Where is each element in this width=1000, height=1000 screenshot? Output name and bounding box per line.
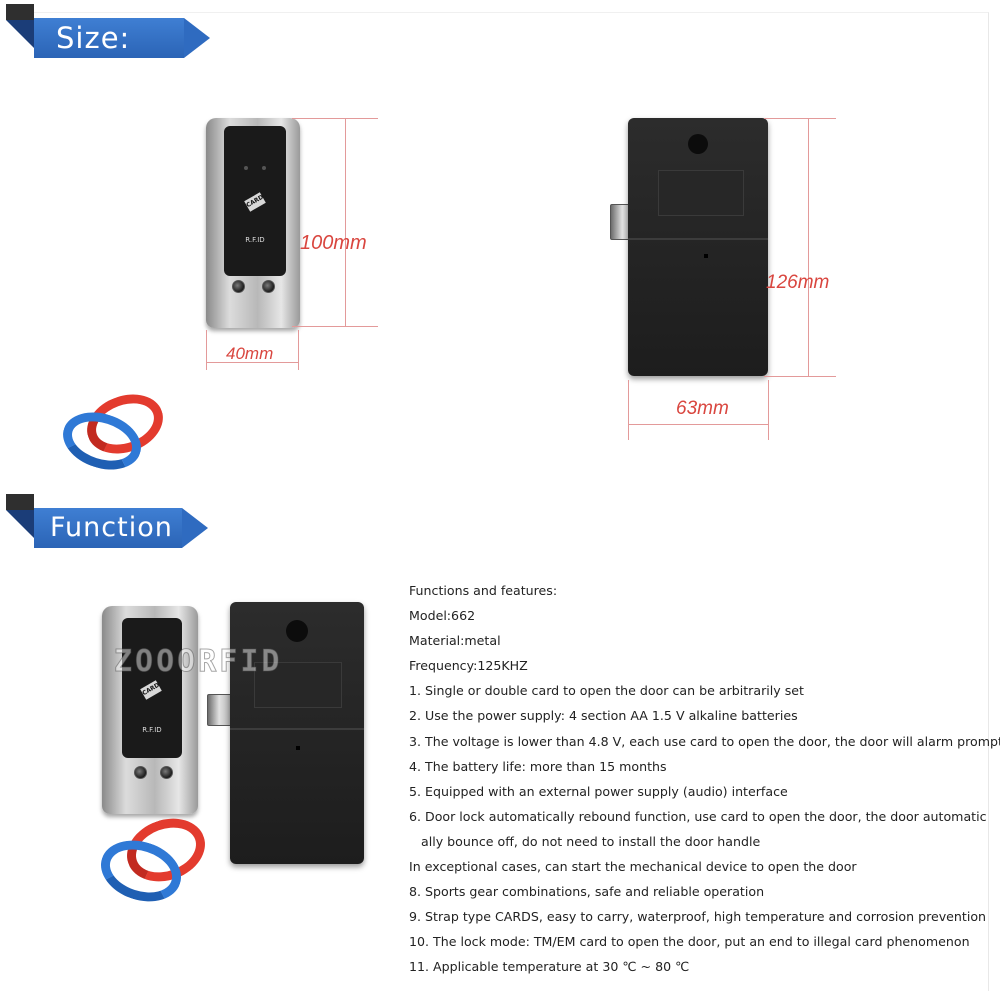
- feature-item: 1. Single or double card to open the doo…: [409, 683, 804, 699]
- button-icon: [134, 766, 147, 779]
- button-icon: [232, 280, 245, 293]
- banner-arrow-icon: [184, 18, 210, 58]
- dimension-line: [345, 118, 346, 327]
- front-lock-panel: CARD R.F.ID: [122, 618, 182, 758]
- features-heading: Functions and features:: [409, 583, 558, 598]
- banner-fold: [6, 20, 36, 50]
- back-width-label: 63mm: [676, 398, 729, 419]
- back-lock-image: [628, 118, 768, 376]
- banner-tab: [6, 494, 34, 510]
- feature-item: 11. Applicable temperature at 30 ℃ ~ 80 …: [409, 959, 690, 975]
- front-lock-panel: CARD R.F.ID: [224, 126, 286, 276]
- function-front-lock: CARD R.F.ID: [102, 606, 198, 814]
- front-lock-image: CARD R.F.ID: [206, 118, 300, 328]
- dimension-line: [808, 118, 809, 377]
- size-section-banner: Size:: [0, 4, 220, 64]
- front-width-label: 40mm: [226, 344, 274, 363]
- led-indicator: [244, 166, 248, 170]
- dimension-line: [292, 118, 378, 119]
- dimension-line: [628, 380, 629, 440]
- feature-item: 4. The battery life: more than 15 months: [409, 758, 667, 774]
- banner-arrow-icon: [182, 508, 208, 548]
- watermark-text: ZOOORFID: [114, 644, 283, 680]
- button-icon: [262, 280, 275, 293]
- screw-dot: [704, 254, 708, 258]
- function-section-title: Function: [50, 512, 173, 543]
- dimension-line: [206, 330, 207, 370]
- rfid-label: R.F.ID: [245, 236, 265, 244]
- housing-seam: [628, 238, 768, 240]
- feature-item: 6. Door lock automatically rebound funct…: [409, 808, 987, 824]
- rfid-label: R.F.ID: [142, 726, 162, 734]
- screw-dot: [296, 746, 300, 750]
- feature-item: 2. Use the power supply: 4 section AA 1.…: [409, 708, 798, 724]
- dimension-line: [292, 326, 378, 327]
- feature-item: Frequency:125KHZ: [409, 658, 528, 674]
- dimension-line: [298, 330, 299, 370]
- banner-ribbon: [34, 508, 182, 548]
- dimension-line: [764, 118, 836, 119]
- size-section-title: Size:: [56, 21, 131, 55]
- feature-item: 8. Sports gear combinations, safe and re…: [409, 884, 765, 900]
- banner-tab: [6, 4, 34, 20]
- feature-item: 10. The lock mode: TM/EM card to open th…: [409, 934, 970, 950]
- feature-item: In exceptional cases, can start the mech…: [409, 859, 857, 875]
- feature-item: Model:662: [409, 608, 476, 624]
- housing-seam: [230, 728, 364, 730]
- function-back-lock: [230, 602, 364, 864]
- front-height-label: 100mm: [300, 232, 367, 254]
- dimension-line: [764, 376, 836, 377]
- dimension-line: [768, 380, 769, 440]
- keyhole-icon: [688, 134, 708, 154]
- feature-item: 9. Strap type CARDS, easy to carry, wate…: [409, 909, 987, 925]
- banner-fold: [6, 510, 36, 540]
- feature-item: ally bounce off, do not need to install …: [421, 833, 761, 849]
- feature-item: Material:metal: [409, 633, 501, 649]
- battery-window: [254, 662, 342, 708]
- battery-window: [658, 170, 744, 216]
- banner-ribbon: [34, 18, 184, 58]
- button-icon: [160, 766, 173, 779]
- feature-item: 5. Equipped with an external power suppl…: [409, 783, 788, 799]
- function-section-banner: Function: [0, 494, 220, 554]
- led-indicator: [262, 166, 266, 170]
- card-icon: CARD: [244, 192, 266, 212]
- feature-item: 3. The voltage is lower than 4.8 V, each…: [409, 733, 1000, 749]
- dimension-line: [206, 362, 299, 363]
- page-frame: [10, 12, 989, 991]
- card-icon: CARD: [140, 680, 162, 700]
- back-height-label: 126mm: [766, 272, 830, 293]
- keyhole-icon: [286, 620, 308, 642]
- features-list: Functions and features: Model:662 Materi…: [409, 578, 1000, 980]
- dimension-line: [628, 424, 769, 425]
